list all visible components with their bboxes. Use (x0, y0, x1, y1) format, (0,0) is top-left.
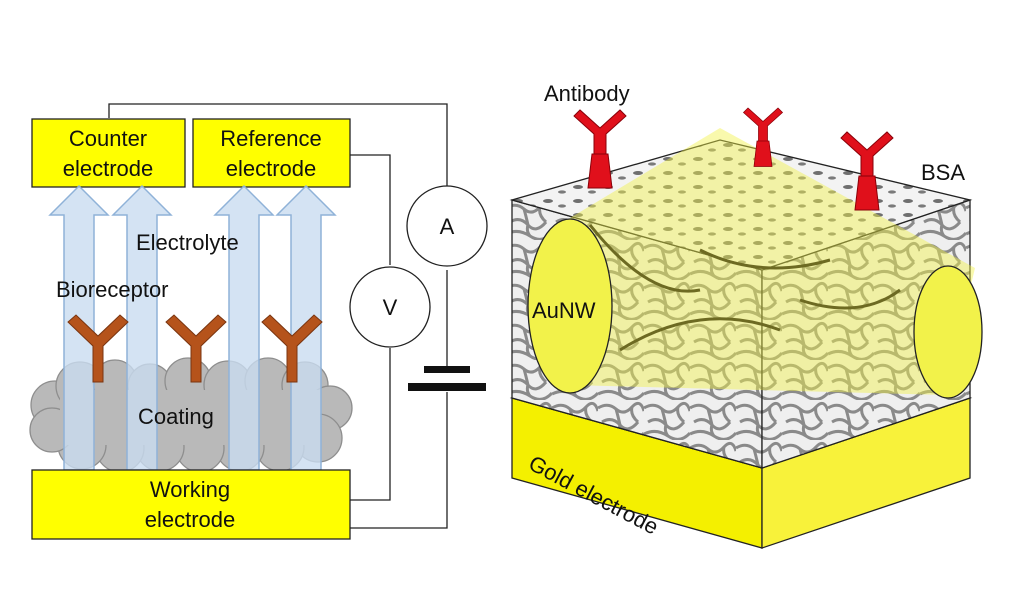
working-electrode: Working electrode (31, 469, 351, 540)
porous-top-face (509, 139, 973, 271)
voltmeter-symbol: V (383, 295, 398, 320)
nanowire-end-right (913, 265, 983, 399)
aunw-label: AuNW (532, 298, 596, 323)
coating-label: Coating (138, 404, 214, 429)
counter-electrode-label-line2: electrode (63, 156, 154, 181)
antibody-label: Antibody (544, 81, 630, 106)
electrochemical-cell-schematic: Counter electrode Reference electrode (29, 103, 488, 540)
reference-electrode-label-line1: Reference (220, 126, 322, 151)
counter-electrode-label-line1: Counter (69, 126, 147, 151)
ammeter: A (406, 185, 488, 267)
bioreceptor-label: Bioreceptor (56, 277, 169, 302)
circuit-wires (108, 103, 448, 529)
voltmeter: V (349, 266, 431, 348)
arrow-up-2 (111, 184, 173, 471)
aunw-biosensor-illustration: Antibody BSA AuNW Gold electrode (509, 81, 983, 549)
electrolyte-flow-arrows (48, 184, 337, 471)
reference-electrode: Reference electrode (192, 118, 351, 188)
nanowire-end-left (527, 218, 613, 394)
working-electrode-label-line1: Working (150, 477, 230, 502)
working-electrode-label-line2: electrode (145, 507, 236, 532)
battery-symbol (408, 366, 486, 391)
electrolyte-label: Electrolyte (136, 230, 239, 255)
ammeter-symbol: A (440, 214, 455, 239)
reference-electrode-label-line2: electrode (226, 156, 317, 181)
counter-electrode: Counter electrode (31, 118, 186, 188)
bsa-label: BSA (921, 160, 965, 185)
gold-nanowire (527, 128, 983, 399)
arrow-up-3 (213, 184, 275, 471)
